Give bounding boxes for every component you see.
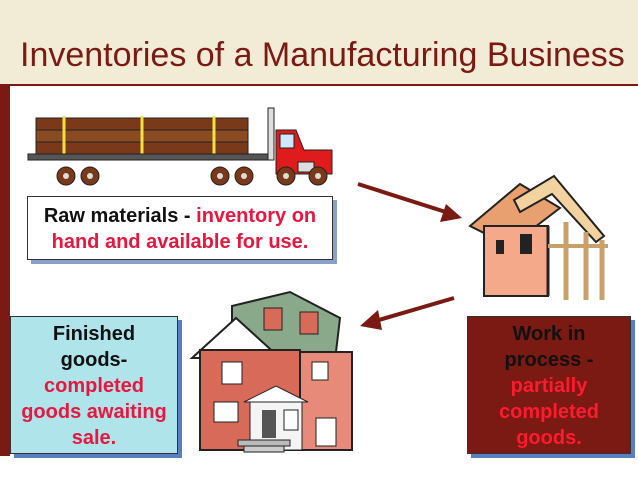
raw-highlight-1: inventory on xyxy=(196,205,317,227)
slide-title: Inventories of a Manufacturing Business xyxy=(20,36,625,74)
raw-highlight-2: hand and available for use. xyxy=(51,231,309,253)
arrow-icon xyxy=(357,182,462,222)
finished-line-4: goods awaiting xyxy=(21,401,167,423)
wip-line-4: completed xyxy=(498,401,600,423)
house-under-construction-icon xyxy=(468,174,608,300)
finished-house-icon xyxy=(189,290,353,453)
finished-goods-box: Finished goods- completed goods awaiting… xyxy=(10,316,178,454)
wip-line-3: partially xyxy=(510,375,588,397)
wip-line-1: Work in xyxy=(512,323,586,345)
title-rule xyxy=(0,84,638,86)
arrow-icon xyxy=(360,296,455,330)
wip-line-5: goods. xyxy=(516,427,582,449)
finished-line-3: completed xyxy=(43,375,145,397)
left-accent-bar xyxy=(0,86,10,456)
title-band xyxy=(0,0,638,84)
wip-line-2: process - xyxy=(504,349,594,371)
raw-label: Raw materials - xyxy=(43,205,197,227)
raw-materials-box: Raw materials - inventory on hand and av… xyxy=(27,196,333,260)
finished-line-5: sale. xyxy=(71,427,117,449)
finished-line-1: Finished xyxy=(52,323,136,345)
work-in-process-box: Work in process - partially completed go… xyxy=(467,316,631,454)
log-truck-icon xyxy=(27,107,333,186)
finished-line-2: goods- xyxy=(60,349,128,371)
